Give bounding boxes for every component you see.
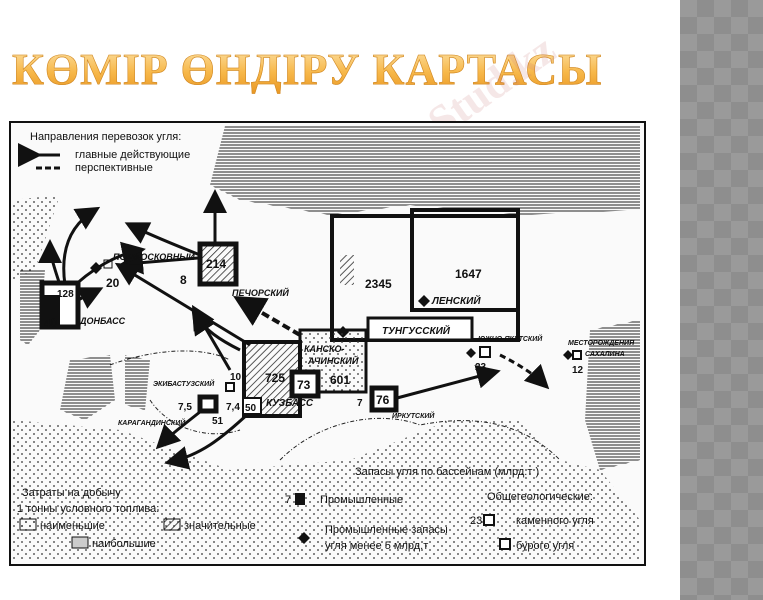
podmoskovny-label: ПОДМОСКОВНЫЙ (113, 251, 195, 262)
highest-cost-swatch-icon (71, 536, 89, 549)
tungussky-total: 2345 (365, 277, 392, 291)
diamond-icon (563, 350, 573, 360)
legend-main-routes: главные действующие (75, 149, 190, 161)
karaganda-label: КАРАГАНДИНСКИЙ (118, 418, 186, 427)
legend-hard-coal: каменного угля (516, 515, 594, 527)
legend-brown-coal: бурого угля (516, 540, 574, 552)
diamond-icon (298, 532, 310, 544)
pechora-label: ПЕЧОРСКИЙ (232, 287, 289, 298)
diamond-icon (466, 348, 476, 358)
legend-reserves-heading: Запасы угля по бассейнам (млрд.т ) (355, 466, 539, 478)
irkutsk-industrial: 7 (357, 398, 363, 409)
sakhalin-label-1: МЕСТОРОЖДЕНИЯ (568, 340, 635, 347)
karaganda-basin-box (197, 394, 219, 414)
border-line (279, 417, 561, 461)
caspian-sea (125, 355, 150, 410)
ekibastuz-box (225, 382, 235, 392)
legend-industrial-number: 7 (285, 494, 291, 506)
podmoskovny-box (103, 259, 113, 269)
sakhalin-total: 12 (572, 365, 584, 376)
brown-coal-square-icon (499, 538, 511, 550)
podmoskovny-industrial: 20 (106, 276, 120, 290)
legend-highest: наибольшие (92, 538, 156, 550)
baltic-sea (20, 270, 45, 345)
legend-future-routes: перспективные (75, 162, 153, 174)
legend-small-reserves-2: угля менее 5 млрд.т (325, 540, 428, 552)
black-sea (60, 355, 115, 420)
legend-general-heading: Общегеологические: (487, 491, 593, 503)
yuzhno-yakutsk-total: 23 (475, 362, 487, 373)
donbass-label: ДОНБАСС (79, 316, 126, 326)
kuzbass-label: КУЗБАСС (266, 398, 314, 409)
donbass-industrial: 40 (44, 316, 58, 330)
sakhalin-box (572, 350, 582, 360)
yuzhno-yakutsk-box (479, 346, 491, 358)
ekibastuz-total: 10 (230, 372, 242, 383)
legend-cost-line1: Затраты на добычу (22, 487, 121, 499)
diamond-icon (418, 295, 430, 307)
border-line (109, 350, 241, 435)
karaganda-industrial: 7,5 (178, 402, 192, 413)
irkutsk-basin-box (369, 385, 399, 413)
tungussky-label: ТУНГУССКИЙ (382, 324, 451, 337)
ekibastuz-label: ЭКИБАСТУЗСКИЙ (153, 379, 215, 388)
lowest-cost-swatch-icon (19, 518, 37, 531)
irkutsk-total: 76 (376, 393, 390, 407)
pechora-total: 214 (206, 257, 226, 271)
kuzbass-industrial: 73 (297, 378, 311, 392)
kansk-achinsk-total: 601 (330, 373, 350, 387)
diamond-icon (90, 262, 102, 274)
industrial-swatch-icon (295, 493, 305, 505)
pechora-basin-box (197, 241, 239, 287)
hatched-area (340, 255, 354, 285)
karaganda-total: 51 (212, 416, 224, 427)
ekibastuz-industrial: 7,4 (226, 402, 240, 413)
kuzbass-other: 50 (245, 403, 257, 414)
legend-lowest: наименьшие (40, 520, 105, 532)
decorative-side-panel (680, 0, 763, 600)
transport-arrows (38, 189, 501, 470)
significant-cost-swatch-icon (163, 518, 181, 531)
kansk-achinsk-label-2: АЧИНСКИЙ (307, 355, 359, 366)
legend-industrial: Промышленные (320, 494, 403, 506)
lensky-total: 1647 (455, 267, 482, 281)
donbass-industrial-fill (44, 295, 60, 325)
donbass-total: 128 (57, 289, 74, 300)
future-route-arrow (499, 353, 550, 390)
yuzhno-yakutsk-label: ЮЖНО-ЯКУТСКИЙ (478, 334, 543, 343)
lensky-label: ЛЕНСКИЙ (431, 294, 481, 307)
pacific-ocean (585, 320, 640, 470)
legend-small-reserves-1: Промышленные запасы (325, 524, 448, 536)
tungussky-label-box (366, 316, 474, 342)
legend-transport-heading: Направления перевозок угля: (30, 131, 181, 143)
kuzbass-total: 725 (265, 371, 285, 385)
sakhalin-label-2: САХАЛИНА (585, 351, 625, 358)
kuzbass-industrial-box (289, 369, 321, 399)
pechora-industrial: 8 (180, 273, 187, 287)
arctic-sea (210, 126, 640, 215)
legend-cost-line2: 1 тонны условного топлива: (17, 503, 159, 515)
lensky-basin-box (410, 208, 520, 312)
kansk-achinsk-label-1: КАНСКО- (304, 344, 344, 354)
slide-title: КӨМІР ӨНДІРУ КАРТАСЫ (12, 45, 603, 95)
irkutsk-label: ИРКУТСКИЙ (392, 411, 435, 420)
legend-hard-number: 23 (470, 515, 482, 527)
legend-significant: значительные (184, 520, 256, 532)
hard-coal-square-icon (483, 514, 495, 526)
kuzbass-other-box (242, 397, 262, 415)
